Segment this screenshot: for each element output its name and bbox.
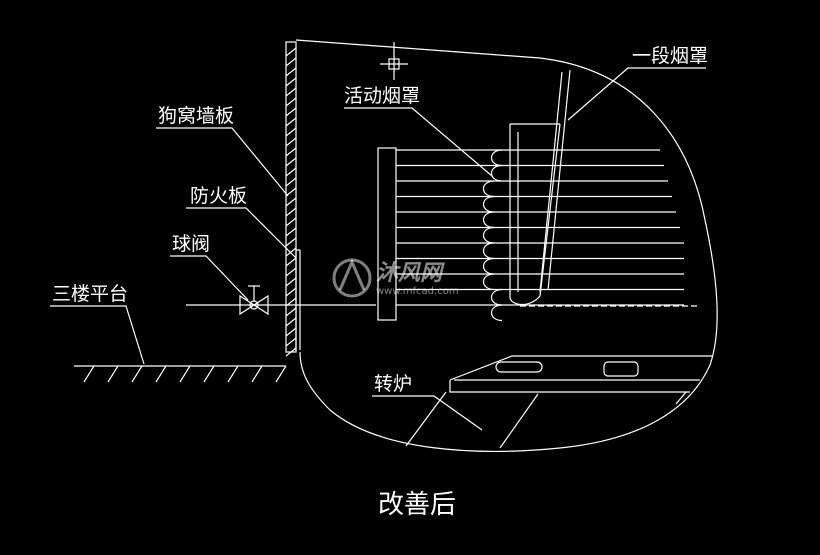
floor-hatch-line — [203, 365, 215, 383]
wall-hatch-line — [285, 117, 297, 127]
wall-hatch-line — [285, 327, 297, 337]
floor-hatch-line — [251, 365, 263, 383]
bellows-fold — [490, 304, 503, 322]
wall-hatch-line — [285, 147, 297, 157]
wall-hatch-line — [285, 207, 297, 217]
bellows-fold — [482, 226, 495, 244]
wall-hatch-line — [285, 87, 297, 97]
diagram-caption: 改善后 — [378, 490, 456, 520]
wall-hatch-line — [285, 97, 297, 107]
movable-hood-bellows — [396, 149, 684, 322]
converter — [405, 355, 712, 449]
bellows-fold — [490, 288, 503, 306]
floor-hatch-line — [227, 365, 239, 383]
movable-hood-flange — [377, 147, 397, 321]
label-fire-board: 防火板 — [190, 185, 247, 207]
center-mark — [380, 42, 408, 80]
bellows-fold — [490, 164, 503, 182]
floor-hatch-line — [131, 365, 143, 383]
floor-hatch-line — [179, 365, 191, 383]
wall-hatch-line — [285, 237, 297, 247]
leader-lines — [50, 67, 706, 431]
bellows-fold — [482, 242, 495, 260]
wall-hatch-line — [285, 47, 297, 57]
wall-hatch-line — [285, 227, 297, 237]
label-converter: 转炉 — [374, 373, 412, 395]
label-doghouse-wall: 狗窝墙板 — [158, 105, 234, 127]
floor-hatch-line — [83, 365, 95, 383]
floor-hatch-line — [155, 365, 167, 383]
wall-hatch-line — [285, 277, 297, 287]
hood-boundary — [295, 39, 718, 452]
wall-hatch-line — [285, 157, 297, 167]
label-third-floor: 三楼平台 — [52, 283, 128, 305]
wall-hatch-line — [285, 127, 297, 137]
first-hood-duct — [509, 69, 700, 307]
doghouse-wall — [285, 41, 297, 357]
bellows-fold — [482, 180, 495, 198]
label-movable-hood: 活动烟罩 — [344, 85, 420, 107]
ball-valve-pipe — [186, 285, 376, 316]
bellows-fold — [482, 211, 495, 229]
bellows-fold — [482, 257, 495, 275]
watermark-logo-text: 沐风网 — [376, 261, 445, 286]
wall-hatch-line — [285, 307, 297, 317]
watermark: 沐风网 www.mfcad.com — [332, 258, 459, 298]
label-ball-valve: 球阀 — [172, 233, 210, 255]
wall-hatch-line — [285, 107, 297, 117]
wall-hatch-line — [285, 247, 297, 257]
wall-hatch-line — [285, 67, 297, 77]
bellows-fold — [490, 149, 503, 167]
bellows-fold — [482, 195, 495, 213]
wall-hatch-line — [285, 257, 297, 267]
wall-hatch-line — [285, 77, 297, 87]
wall-hatch-line — [285, 347, 297, 357]
floor-hatch-line — [275, 365, 287, 383]
watermark-logo-icon — [332, 258, 372, 298]
wall-hatch-line — [285, 267, 297, 277]
wall-hatch-line — [285, 337, 297, 347]
wall-hatch-line — [285, 177, 297, 187]
wall-hatch-line — [285, 167, 297, 177]
fire-board — [295, 249, 301, 350]
wall-hatch-line — [285, 57, 297, 67]
wall-hatch-line — [285, 217, 297, 227]
wall-hatch-line — [285, 317, 297, 327]
wall-hatch-line — [285, 197, 297, 207]
bellows-fold — [482, 273, 495, 291]
third-floor-platform — [74, 365, 287, 383]
floor-hatch-line — [107, 365, 119, 383]
watermark-url: www.mfcad.com — [376, 286, 459, 297]
label-first-hood: 一段烟罩 — [632, 45, 708, 67]
wall-hatch-line — [285, 137, 297, 147]
wall-hatch-line — [285, 287, 297, 297]
